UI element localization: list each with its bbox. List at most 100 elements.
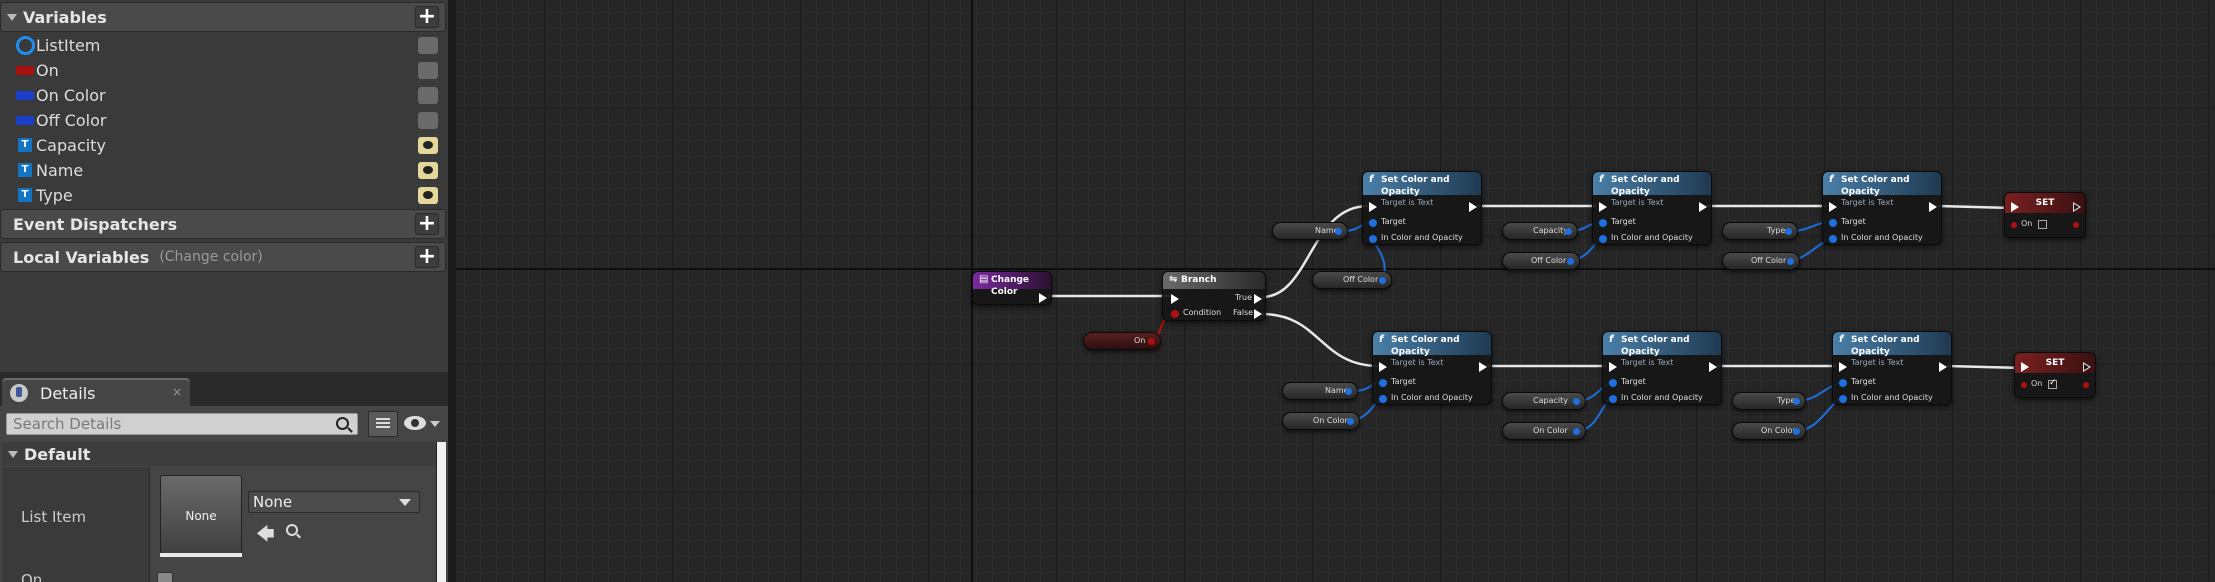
- color-output-pin[interactable]: [1567, 258, 1574, 265]
- text-output-pin[interactable]: [1345, 388, 1352, 395]
- off-color-getter-top-2[interactable]: Off Color: [1502, 252, 1580, 270]
- browse-search-icon[interactable]: [286, 524, 298, 536]
- capacity-getter-bottom[interactable]: Capacity: [1502, 392, 1586, 410]
- exec-in-pin[interactable]: [1379, 362, 1387, 372]
- off-color-getter-top-1[interactable]: Off Color: [1312, 271, 1392, 289]
- exec-out-pin[interactable]: [2073, 202, 2082, 212]
- use-selected-arrow-icon[interactable]: 🡄: [256, 524, 275, 545]
- exec-in-pin[interactable]: [1599, 202, 1607, 212]
- exec-in-pin[interactable]: [1171, 294, 1179, 304]
- exec-out-pin[interactable]: [1929, 202, 1937, 212]
- in-color-pin[interactable]: [1829, 235, 1837, 243]
- name-getter-bottom[interactable]: Name: [1282, 382, 1358, 400]
- set-color-node-top-1[interactable]: f Set Color and Opacity Target is Text T…: [1362, 171, 1482, 245]
- in-color-pin[interactable]: [1369, 235, 1377, 243]
- on-checkbox[interactable]: [157, 572, 173, 582]
- change-color-event-node[interactable]: ▤ Change Color: [972, 271, 1052, 305]
- asset-picker-dropdown[interactable]: None: [248, 491, 420, 513]
- set-on-node-top[interactable]: SET On: [2004, 192, 2086, 238]
- add-local-variable-button[interactable]: +: [415, 246, 439, 268]
- details-scrollbar[interactable]: [436, 442, 446, 582]
- target-pin[interactable]: [1839, 379, 1847, 387]
- close-tab-icon[interactable]: ×: [171, 385, 182, 399]
- set-color-node-top-2[interactable]: f Set Color and Opacity Target is Text T…: [1592, 171, 1712, 245]
- branch-node[interactable]: ⇋ Branch Condition True False: [1162, 271, 1266, 321]
- variable-row-name[interactable]: T Name: [0, 158, 446, 183]
- on-input-pin[interactable]: [2011, 222, 2017, 228]
- panel-splitter[interactable]: [448, 0, 456, 582]
- add-variable-button[interactable]: +: [415, 6, 439, 28]
- text-output-pin[interactable]: [1793, 398, 1800, 405]
- variables-header[interactable]: Variables +: [0, 2, 446, 32]
- on-color-getter-bottom-3[interactable]: On Color: [1732, 422, 1806, 440]
- target-pin[interactable]: [1369, 219, 1377, 227]
- asset-thumbnail[interactable]: None: [160, 475, 242, 557]
- target-pin[interactable]: [1829, 219, 1837, 227]
- text-output-pin[interactable]: [1785, 228, 1792, 235]
- color-output-pin[interactable]: [1347, 418, 1354, 425]
- tab-details[interactable]: Details ×: [2, 378, 190, 406]
- off-color-getter-top-3[interactable]: Off Color: [1722, 252, 1800, 270]
- exec-out-pin[interactable]: [1469, 202, 1477, 212]
- name-getter-top[interactable]: Name: [1272, 222, 1348, 240]
- variable-row-listitem[interactable]: ListItem: [0, 33, 446, 58]
- visibility-toggle-icon[interactable]: [418, 62, 438, 79]
- exec-out-pin[interactable]: [1479, 362, 1487, 372]
- capacity-getter-top[interactable]: Capacity: [1502, 222, 1578, 240]
- event-dispatchers-header[interactable]: Event Dispatchers +: [0, 209, 446, 239]
- visibility-toggle-icon[interactable]: [418, 112, 438, 129]
- color-output-pin[interactable]: [1573, 428, 1580, 435]
- exec-in-pin[interactable]: [2011, 202, 2019, 212]
- on-output-pin[interactable]: [2073, 222, 2079, 228]
- set-on-node-bottom[interactable]: SET On: [2014, 352, 2096, 398]
- color-output-pin[interactable]: [1379, 277, 1386, 284]
- eye-open-icon[interactable]: [418, 137, 438, 154]
- type-getter-top[interactable]: Type: [1722, 222, 1798, 240]
- target-pin[interactable]: [1609, 379, 1617, 387]
- exec-in-pin[interactable]: [1609, 362, 1617, 372]
- view-options-dropdown-icon[interactable]: [430, 421, 440, 427]
- on-output-pin[interactable]: [2083, 382, 2089, 388]
- set-color-node-top-3[interactable]: f Set Color and Opacity Target is Text T…: [1822, 171, 1942, 245]
- add-event-dispatcher-button[interactable]: +: [415, 213, 439, 235]
- set-color-node-bottom-3[interactable]: f Set Color and Opacity Target is Text T…: [1832, 331, 1952, 405]
- text-output-pin[interactable]: [1335, 228, 1342, 235]
- on-value-checkbox[interactable]: [2048, 378, 2057, 389]
- text-output-pin[interactable]: [1573, 398, 1580, 405]
- in-color-pin[interactable]: [1609, 395, 1617, 403]
- exec-in-pin[interactable]: [1829, 202, 1837, 212]
- local-variables-header[interactable]: Local Variables (Change color) +: [0, 242, 446, 272]
- condition-pin[interactable]: [1171, 310, 1179, 318]
- exec-out-pin[interactable]: [1039, 293, 1047, 303]
- visibility-toggle-icon[interactable]: [418, 37, 438, 54]
- color-output-pin[interactable]: [1787, 258, 1794, 265]
- set-color-node-bottom-2[interactable]: f Set Color and Opacity Target is Text T…: [1602, 331, 1722, 405]
- visibility-toggle-icon[interactable]: [418, 87, 438, 104]
- event-graph-canvas[interactable]: [456, 0, 2215, 582]
- in-color-pin[interactable]: [1599, 235, 1607, 243]
- exec-in-pin[interactable]: [1369, 202, 1377, 212]
- eye-open-icon[interactable]: [418, 187, 438, 204]
- variable-row-on-color[interactable]: On Color: [0, 83, 446, 108]
- variable-row-type[interactable]: T Type: [0, 183, 446, 208]
- exec-out-pin[interactable]: [1709, 362, 1717, 372]
- exec-out-pin[interactable]: [2083, 362, 2092, 372]
- on-getter-node[interactable]: On: [1083, 332, 1161, 350]
- bool-output-pin[interactable]: [1148, 338, 1155, 345]
- search-details-field[interactable]: [6, 413, 358, 435]
- exec-out-pin[interactable]: [1699, 202, 1707, 212]
- true-exec-pin[interactable]: [1254, 294, 1262, 304]
- eye-icon[interactable]: [404, 416, 426, 430]
- on-input-pin[interactable]: [2021, 382, 2027, 388]
- exec-out-pin[interactable]: [1939, 362, 1947, 372]
- false-exec-pin[interactable]: [1254, 309, 1262, 319]
- variable-row-on[interactable]: On: [0, 58, 446, 83]
- in-color-pin[interactable]: [1839, 395, 1847, 403]
- variable-row-capacity[interactable]: T Capacity: [0, 133, 446, 158]
- color-output-pin[interactable]: [1793, 428, 1800, 435]
- property-matrix-button[interactable]: [368, 411, 398, 437]
- on-color-getter-bottom-1[interactable]: On Color: [1282, 412, 1360, 430]
- on-value-checkbox[interactable]: [2038, 220, 2047, 229]
- variable-row-off-color[interactable]: Off Color: [0, 108, 446, 133]
- on-color-getter-bottom-2[interactable]: On Color: [1502, 422, 1586, 440]
